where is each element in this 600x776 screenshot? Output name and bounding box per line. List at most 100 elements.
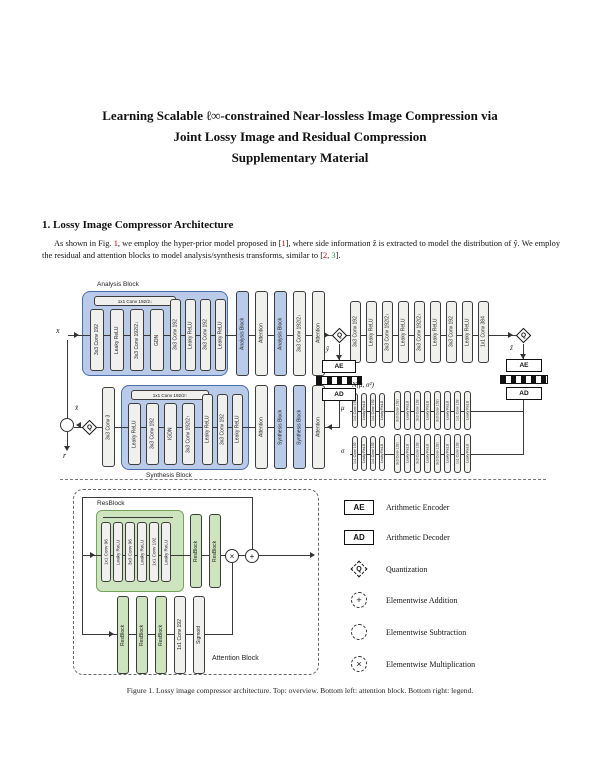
conv-block: 1x1 Conv 192	[370, 393, 376, 428]
legend-symbol-wrap: Q	[340, 560, 378, 578]
conv-block: Leaky ReLU	[404, 391, 411, 430]
conv-block: 3x3 Conv 192/2↑	[182, 403, 195, 465]
conv-block: 3x3 Conv 192	[90, 309, 104, 371]
bitstream-bar	[316, 376, 362, 385]
resblock-label: ResBlock	[97, 500, 125, 507]
connector-line	[339, 401, 340, 427]
encoder-chain-block: Analysis Block	[236, 291, 249, 376]
mask-branch-block: ResBlock	[117, 596, 129, 674]
separator-dashed-line	[60, 479, 546, 480]
legend-symbol-wrap: ×	[340, 656, 378, 672]
arrowhead	[327, 424, 332, 430]
conv-block: Leaky ReLU	[464, 391, 471, 430]
conv-block: Leaky ReLU	[424, 391, 431, 430]
conv-block: Leaky ReLU	[464, 434, 471, 473]
connector-line	[523, 400, 524, 455]
conv-block: Leaky ReLU	[137, 522, 147, 582]
legend-label: Arithmetic Decoder	[386, 533, 450, 542]
legend-label: Quantization	[386, 564, 428, 574]
conv-block: Leaky ReLU	[379, 436, 385, 471]
arrowhead	[520, 354, 526, 359]
add-op-circle: +	[245, 549, 259, 563]
legend-row-quantization: Q Quantization	[340, 560, 427, 578]
paragraph-segment: 3	[331, 251, 336, 261]
conv-block: 3x3 Conv 192↑	[434, 434, 441, 473]
conv-block: Leaky ReLU	[361, 436, 367, 471]
connector-line	[67, 432, 68, 448]
legend-label: Arithmetic Encoder	[386, 503, 450, 512]
analysis-shortcut-conv: 1x1 Conv 192/2↓	[94, 296, 176, 306]
conv-block: GDN	[150, 309, 164, 371]
y-hat-label: ŷ	[326, 345, 330, 353]
mask-branch-block: ResBlock	[155, 596, 167, 674]
conv-block: 1x1 Conv 192	[454, 391, 461, 430]
conv-block: 3x3 Conv 192	[170, 299, 181, 371]
plus-circle-icon: +	[351, 592, 367, 608]
times-circle-icon: ×	[351, 656, 367, 672]
conv-block: 3x3 Conv 192↑	[434, 391, 441, 430]
connector-line	[82, 497, 252, 498]
legend-symbol-wrap: AE	[340, 500, 378, 515]
x-hat-label: x̂	[75, 404, 79, 412]
ad-box-icon: AD	[344, 530, 374, 545]
conv-block: 3x3 Conv 192	[146, 403, 159, 465]
gaussian-model-label: N(μ, σ²)	[352, 381, 374, 389]
paragraph-segment: As shown in Fig.	[54, 239, 114, 248]
connector-line	[259, 555, 313, 556]
paragraph-segment: , we employ the hyper-prior model propos…	[117, 239, 282, 248]
conv-block: 3x3 Conv 192	[414, 391, 421, 430]
encoder-chain-block: Attention	[255, 291, 268, 376]
legend-label: Elementwise Subtraction	[386, 627, 467, 637]
paragraph-segment: 1	[113, 239, 118, 248]
mask-branch-block: 1x1 Conv 192	[174, 596, 186, 674]
conv-block: 3x3 Conv 192/2↓	[414, 301, 425, 363]
title-line-1: Learning Scalable ℓ∞-constrained Near-lo…	[102, 108, 498, 123]
quantizer-xhat: Q	[81, 419, 98, 436]
conv-block: 3x3 Conv 192	[446, 301, 457, 363]
conv-block: Leaky ReLU	[113, 522, 123, 582]
arithmetic-encoder-box: AE	[506, 359, 542, 372]
quantization-diamond-icon: Q	[350, 560, 368, 578]
decoder-chain-block: Synthesis Block	[293, 385, 306, 469]
quantizer-q-label: Q	[86, 424, 93, 431]
conv-block: 3x3 Conv 96	[125, 522, 135, 582]
legend-row-ae: AE Arithmetic Encoder	[340, 500, 449, 515]
legend-row-multiplication: × Elementwise Multiplication	[340, 656, 475, 672]
synthesis-block-label: Synthesis Block	[146, 472, 192, 479]
arrowhead	[74, 332, 79, 338]
decoder-chain-block: Attention	[255, 385, 268, 469]
multiply-op-circle: ×	[225, 549, 239, 563]
conv-block: Leaky ReLU	[379, 393, 385, 428]
paragraph-segment: 1	[281, 239, 286, 248]
decoder-chain-block: Synthesis Block	[274, 385, 287, 469]
connector-line	[523, 344, 524, 359]
diamond-q-text: Q	[356, 565, 362, 573]
conv-block: IGDN	[164, 403, 177, 465]
conv-block: 1x1 Conv 384	[478, 301, 489, 363]
title-line-2: Joint Lossy Image and Residual Compressi…	[173, 128, 427, 144]
arithmetic-decoder-box: AD	[322, 388, 356, 401]
paragraph-segment: ,	[327, 251, 332, 261]
mu-label: μ	[341, 404, 345, 412]
conv-block: Leaky ReLU	[161, 522, 171, 582]
paragraph-segment: 2	[322, 251, 328, 261]
conv-block: Leaky ReLU	[110, 309, 124, 371]
arrowhead	[310, 552, 315, 558]
attention-block-detail-box	[73, 489, 319, 675]
conv-block: 3x3 Conv 192	[414, 434, 421, 473]
conv-block: Leaky ReLU	[444, 391, 451, 430]
connector-line	[232, 563, 233, 635]
conv-block: 1x1 Conv 192	[352, 436, 358, 471]
quantizer-main: Q	[331, 327, 348, 344]
quantizer-q-label: Q	[336, 332, 343, 339]
legend-row-addition: + Elementwise Addition	[340, 592, 457, 608]
conv-block: Leaky ReLU	[361, 393, 367, 428]
